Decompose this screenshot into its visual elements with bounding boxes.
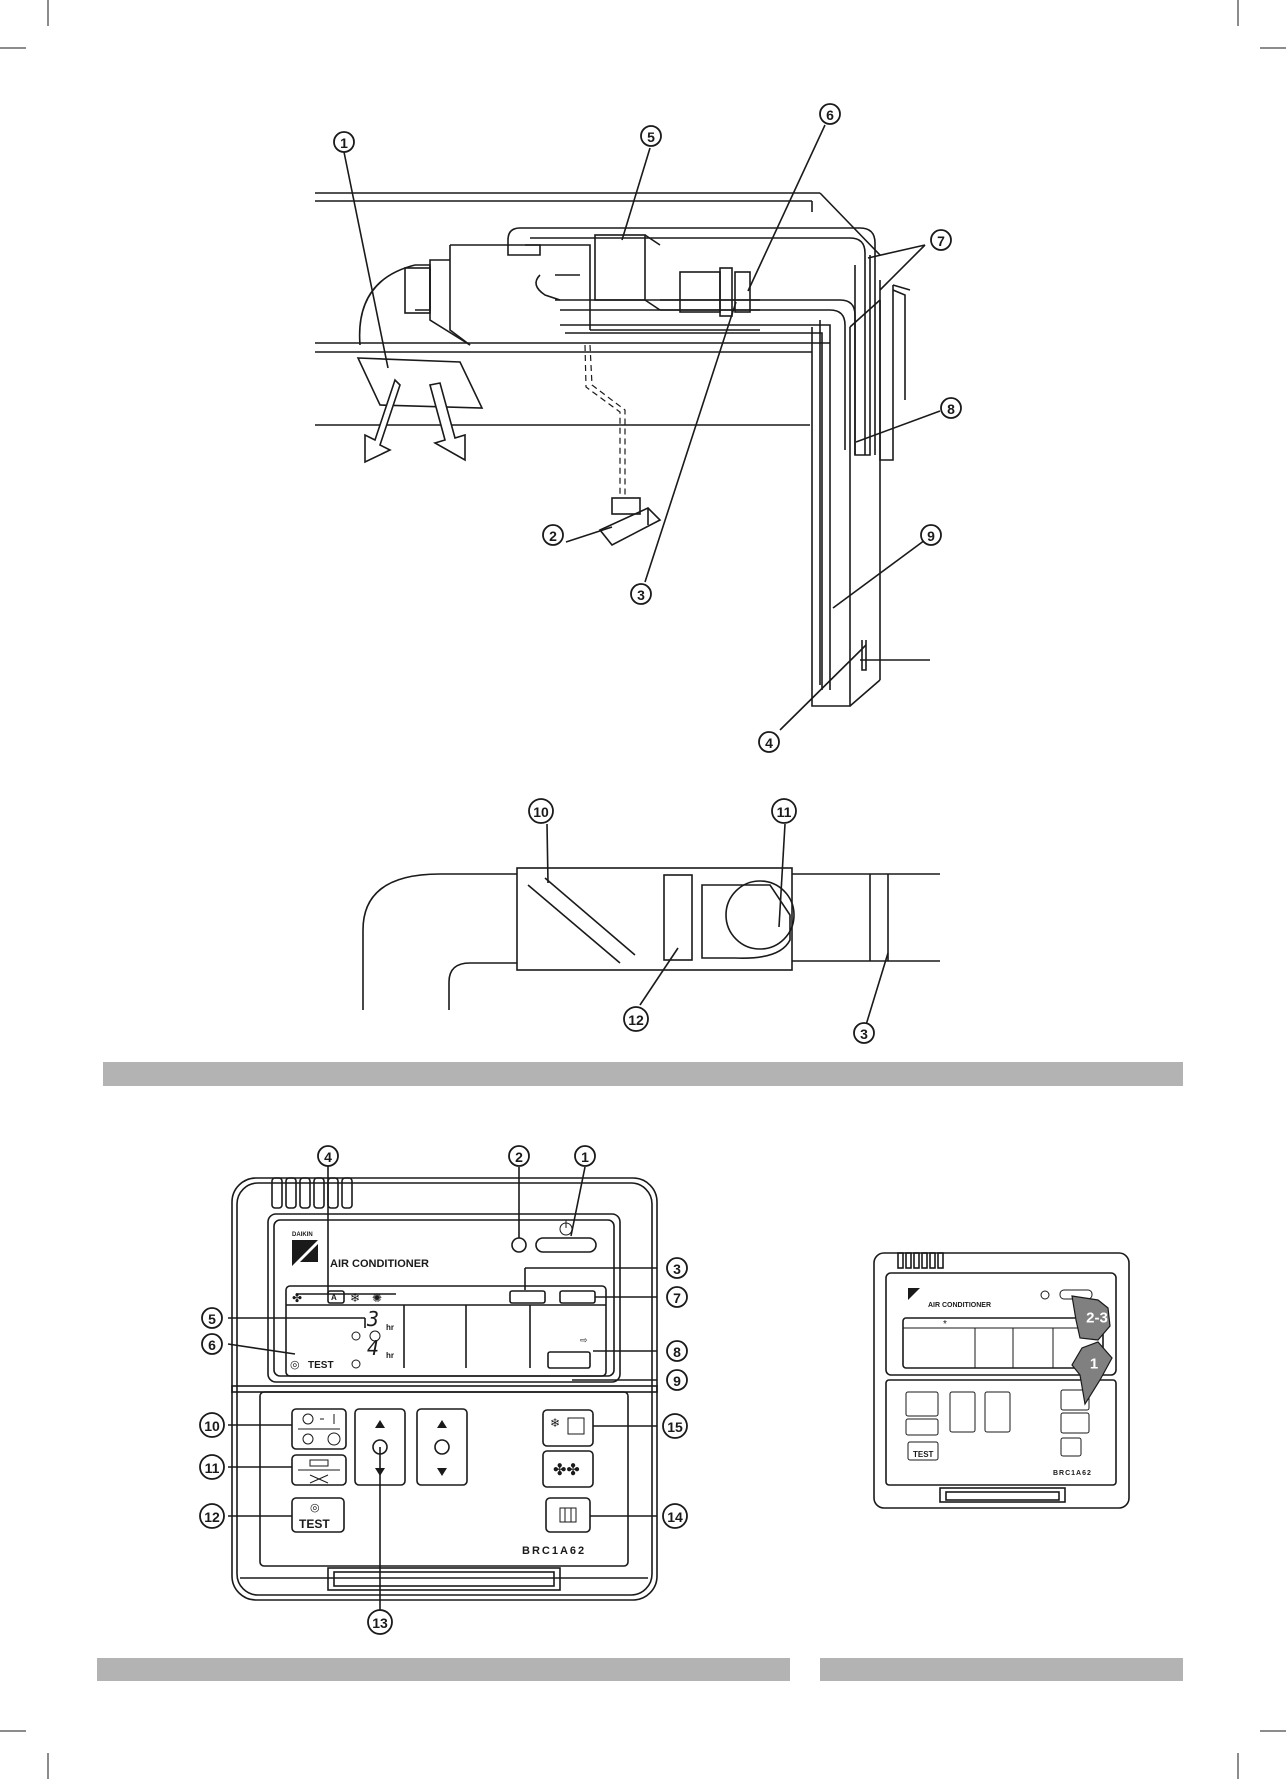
svg-text:13: 13 <box>372 1615 388 1631</box>
callout-8: 8 <box>941 398 961 418</box>
svg-text:9: 9 <box>927 528 935 544</box>
svg-text:2: 2 <box>515 1149 523 1165</box>
callout-2: 2 <box>543 525 563 545</box>
svg-text:14: 14 <box>667 1509 683 1525</box>
svg-text:12: 12 <box>628 1012 644 1028</box>
svg-text:2: 2 <box>549 528 557 544</box>
callout-11: 11 <box>772 799 796 823</box>
callout-12: 12 <box>624 1007 648 1031</box>
svg-text:BRC1A62: BRC1A62 <box>1053 1470 1092 1477</box>
svg-text:hr: hr <box>386 1323 394 1332</box>
callout-6: 6 <box>820 104 840 124</box>
svg-text:8: 8 <box>673 1344 681 1360</box>
svg-text:DAIKIN: DAIKIN <box>292 1232 313 1238</box>
section-band-left <box>97 1658 790 1681</box>
svg-text:✺: ✺ <box>372 1291 382 1305</box>
callout-5: 5 <box>641 126 661 146</box>
svg-text:15: 15 <box>667 1419 683 1435</box>
callout-1: 1 <box>334 132 354 152</box>
duct-diagram <box>363 824 940 1025</box>
callout-r3: 3 <box>667 1258 687 1278</box>
step-markers: 2-3 1 <box>1072 1296 1112 1404</box>
callout-r2: 2 <box>509 1146 529 1166</box>
callout-r14: 14 <box>663 1504 687 1528</box>
svg-text:4: 4 <box>367 1336 379 1360</box>
svg-text:9: 9 <box>673 1373 681 1389</box>
svg-text:❄: ❄ <box>550 1416 560 1430</box>
svg-text:TEST: TEST <box>913 1450 934 1459</box>
svg-text:TEST: TEST <box>299 1517 330 1531</box>
svg-text:6: 6 <box>826 107 834 123</box>
svg-text:8: 8 <box>947 401 955 417</box>
callout-3: 3 <box>631 584 651 604</box>
svg-text:1: 1 <box>1090 1356 1098 1373</box>
svg-text:hr: hr <box>386 1351 394 1360</box>
callout-r11: 11 <box>200 1455 224 1479</box>
svg-text:3: 3 <box>637 587 645 603</box>
svg-text:1: 1 <box>340 135 348 151</box>
svg-text:◎: ◎ <box>310 1502 320 1514</box>
callout-r8: 8 <box>667 1341 687 1361</box>
svg-text:5: 5 <box>647 129 655 145</box>
callout-r9: 9 <box>667 1370 687 1390</box>
svg-text:7: 7 <box>937 233 945 249</box>
callout-r5: 5 <box>202 1308 222 1328</box>
svg-text:AIR CONDITIONER: AIR CONDITIONER <box>928 1302 991 1309</box>
callout-r15: 15 <box>663 1414 687 1438</box>
svg-text:❄: ❄ <box>350 1291 360 1305</box>
svg-text:11: 11 <box>205 1460 220 1476</box>
svg-text:10: 10 <box>533 804 549 820</box>
svg-text:6: 6 <box>208 1337 216 1353</box>
svg-text:⇨: ⇨ <box>580 1335 588 1345</box>
svg-text:TEST: TEST <box>308 1360 334 1371</box>
svg-text:12: 12 <box>204 1509 220 1525</box>
svg-text:◎: ◎ <box>290 1359 300 1371</box>
svg-text:3: 3 <box>673 1261 681 1277</box>
callout-r10: 10 <box>200 1413 224 1437</box>
svg-text:3: 3 <box>860 1026 868 1042</box>
section-band-right <box>820 1658 1183 1681</box>
svg-text:7: 7 <box>673 1290 681 1306</box>
section-band <box>103 1062 1183 1086</box>
svg-text:10: 10 <box>204 1418 220 1434</box>
svg-text:*: * <box>943 1319 947 1330</box>
svg-text:3: 3 <box>366 1307 379 1331</box>
svg-text:4: 4 <box>324 1149 332 1165</box>
callout-r6: 6 <box>202 1334 222 1354</box>
svg-text:✤: ✤ <box>292 1291 302 1305</box>
svg-text:1: 1 <box>581 1149 589 1165</box>
installation-diagram <box>315 193 930 706</box>
step-1-marker: 1 <box>1090 1356 1098 1373</box>
remote-controller-large: DAIKIN AIR CONDITIONER A ❄ ✺ ✤ 3 hr 4 hr… <box>232 1178 657 1600</box>
callout-9: 9 <box>921 525 941 545</box>
svg-text:11: 11 <box>777 804 792 820</box>
svg-text:5: 5 <box>208 1311 216 1327</box>
callout-r12: 12 <box>200 1504 224 1528</box>
svg-text:BRC1A62: BRC1A62 <box>522 1545 586 1557</box>
callout-r13: 13 <box>368 1610 392 1634</box>
callout-r7: 7 <box>667 1287 687 1307</box>
callout-r1: 1 <box>575 1146 595 1166</box>
callout-4: 4 <box>759 732 779 752</box>
svg-text:AIR CONDITIONER: AIR CONDITIONER <box>330 1258 429 1270</box>
callout-10: 10 <box>529 799 553 823</box>
svg-text:✤✤: ✤✤ <box>553 1462 580 1479</box>
callout-3b: 3 <box>854 1023 874 1043</box>
svg-text:4: 4 <box>765 735 773 751</box>
callout-7: 7 <box>931 230 951 250</box>
callout-r4: 4 <box>318 1146 338 1166</box>
step-2-3-marker: 2-3 <box>1086 1310 1108 1327</box>
svg-text:2-3: 2-3 <box>1086 1310 1108 1327</box>
